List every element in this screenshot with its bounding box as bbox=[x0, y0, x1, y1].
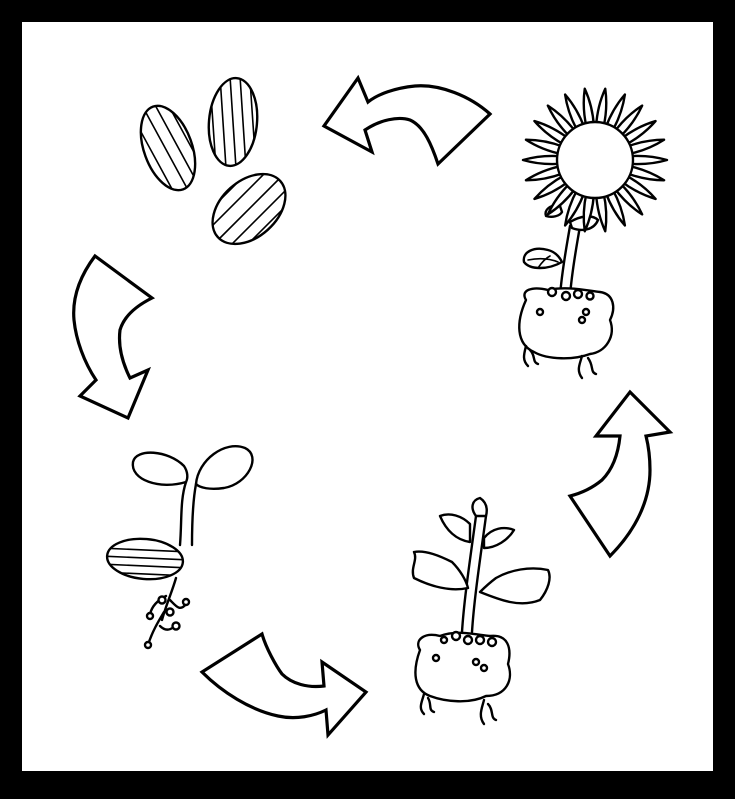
seed-coat-icon bbox=[100, 536, 190, 582]
arrow-seeds-to-sprout[interactable] bbox=[74, 256, 152, 418]
flowering-stage bbox=[519, 89, 667, 378]
seed-icon bbox=[118, 82, 218, 210]
arrow-flower-to-seeds[interactable] bbox=[324, 78, 490, 164]
sprout-stem bbox=[180, 482, 196, 545]
petal bbox=[629, 156, 667, 164]
leaf-icon bbox=[484, 528, 514, 548]
leaf-icon bbox=[413, 552, 468, 590]
sprout-stage bbox=[100, 446, 252, 648]
seeds-stage bbox=[118, 76, 299, 258]
sunflower-stem bbox=[560, 226, 580, 296]
arrow-young-plant-to-flower[interactable] bbox=[570, 392, 670, 556]
young-plant-stage bbox=[413, 498, 550, 724]
leaf-icon bbox=[480, 568, 550, 603]
arrow-sprout-to-young-plant[interactable] bbox=[202, 634, 366, 735]
seed-icon bbox=[205, 76, 260, 168]
cotyledon-leaf-left bbox=[133, 453, 188, 485]
petal bbox=[523, 156, 561, 164]
cotyledon-leaf-right bbox=[196, 446, 252, 489]
leaf-icon bbox=[440, 514, 470, 542]
seed-icon bbox=[199, 160, 299, 258]
sunflower-center bbox=[557, 122, 633, 198]
leaf-bud-icon bbox=[473, 498, 487, 516]
